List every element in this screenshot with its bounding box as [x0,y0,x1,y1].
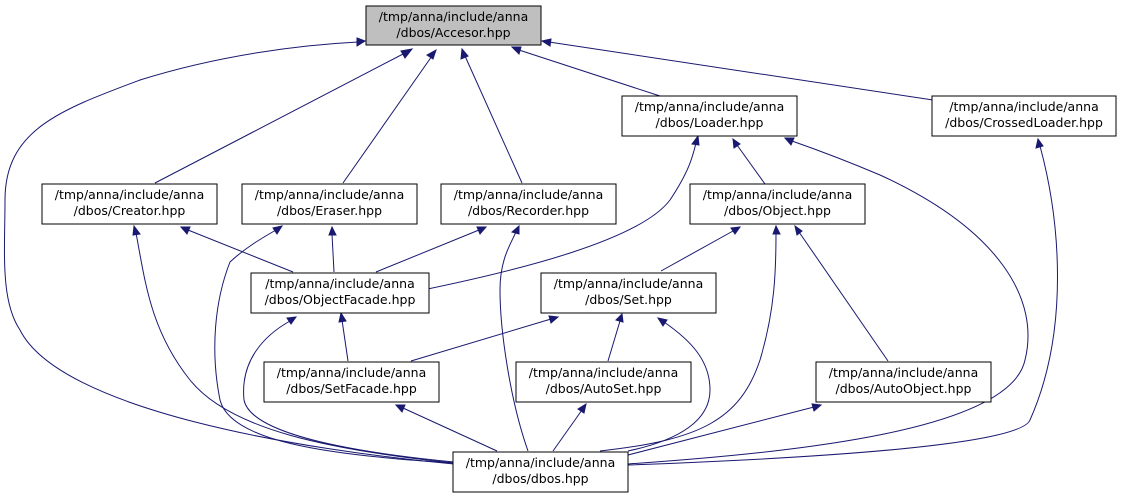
node-autoset-line1: /tmp/anna/include/anna [529,365,678,380]
node-objectfacade-line1: /tmp/anna/include/anna [265,276,414,291]
edge-autoobject-to-object [794,224,889,362]
node-setfacade[interactable]: /tmp/anna/include/anna /dbos/SetFacade.h… [263,361,440,403]
node-loader[interactable]: /tmp/anna/include/anna /dbos/Loader.hpp [621,95,798,137]
edge-loader-to-accesor [510,46,661,97]
node-set-line1: /tmp/anna/include/anna [554,276,703,291]
node-eraser-line1: /tmp/anna/include/anna [255,187,404,202]
edge-creator-to-accesor [154,48,414,184]
node-dbos[interactable]: /tmp/anna/include/anna /dbos/dbos.hpp [452,451,629,493]
edge-objectfacade-to-eraser [328,225,337,273]
edge-setfacade-to-set [410,315,560,362]
node-creator[interactable]: /tmp/anna/include/anna /dbos/Creator.hpp [41,183,218,225]
node-autoset-line2: /dbos/AutoSet.hpp [546,381,662,396]
node-recorder[interactable]: /tmp/anna/include/anna /dbos/Recorder.hp… [440,183,617,225]
node-crossedloader-line1: /tmp/anna/include/anna [949,99,1098,114]
edge-dbos-to-object [599,224,781,452]
node-object-line2: /dbos/Object.hpp [724,203,831,218]
edge-dbos-to-autoobject [627,403,823,456]
node-recorder-line2: /dbos/Recorder.hpp [468,203,589,218]
node-object[interactable]: /tmp/anna/include/anna /dbos/Object.hpp [689,183,866,225]
edge-set-to-object [660,226,742,272]
node-setfacade-line2: /dbos/SetFacade.hpp [286,381,417,396]
edge-dbos-to-creator [132,224,455,464]
nodes-layer: /tmp/anna/include/anna /dbos/Accesor.hpp… [41,5,1117,493]
node-setfacade-line1: /tmp/anna/include/anna [277,365,426,380]
node-autoobject[interactable]: /tmp/anna/include/anna /dbos/AutoObject.… [815,361,992,403]
edge-crossedloader-to-accesor [540,38,934,101]
edge-dbos-to-objectfacade [243,316,455,463]
node-set-line2: /dbos/Set.hpp [585,292,672,307]
node-recorder-line1: /tmp/anna/include/anna [454,187,603,202]
node-autoset[interactable]: /tmp/anna/include/anna /dbos/AutoSet.hpp [515,361,692,403]
edge-dbos-to-recorder [499,224,529,452]
node-crossedloader[interactable]: /tmp/anna/include/anna /dbos/CrossedLoad… [931,95,1117,137]
node-autoobject-line2: /dbos/AutoObject.hpp [836,381,972,396]
node-autoobject-line1: /tmp/anna/include/anna [829,365,978,380]
node-objectfacade-line2: /dbos/ObjectFacade.hpp [265,292,416,307]
edge-dbos-to-accesor [3,37,455,465]
edge-dbos-to-loader [627,137,1029,465]
node-loader-line2: /dbos/Loader.hpp [656,115,764,130]
edge-objectfacade-to-recorder [375,226,488,273]
edge-objectfacade-to-loader [422,134,700,291]
node-accesor-line2: /dbos/Accesor.hpp [396,25,510,40]
node-crossedloader-line2: /dbos/CrossedLoader.hpp [945,115,1103,130]
edge-dbos-to-setfacade [394,404,498,452]
edge-eraser-to-accesor [342,48,437,184]
edge-objectfacade-to-creator [179,226,294,273]
node-dbos-line1: /tmp/anna/include/anna [466,455,615,470]
edge-dbos-to-eraser [214,225,455,464]
node-eraser-line2: /dbos/Eraser.hpp [277,203,382,218]
edge-object-to-loader [732,137,766,185]
node-set[interactable]: /tmp/anna/include/anna /dbos/Set.hpp [540,272,717,314]
edge-dbos-to-set [627,317,711,452]
node-accesor[interactable]: /tmp/anna/include/anna /dbos/Accesor.hpp [365,5,542,46]
edge-setfacade-to-objectfacade [338,311,349,362]
node-eraser[interactable]: /tmp/anna/include/anna /dbos/Eraser.hpp [241,183,418,225]
node-objectfacade[interactable]: /tmp/anna/include/anna /dbos/ObjectFacad… [250,272,430,314]
edge-dbos-to-autoset [552,402,587,452]
edge-recorder-to-accesor [460,47,523,184]
node-object-line1: /tmp/anna/include/anna [703,187,852,202]
node-dbos-line2: /dbos/dbos.hpp [492,471,588,486]
node-creator-line1: /tmp/anna/include/anna [55,187,204,202]
node-accesor-line1: /tmp/anna/include/anna [379,9,528,24]
edges-layer [3,37,1058,466]
edge-autoset-to-set [607,312,624,362]
node-loader-line1: /tmp/anna/include/anna [635,99,784,114]
node-creator-line2: /dbos/Creator.hpp [74,203,186,218]
edge-dbos-to-crossedloader [627,137,1058,466]
